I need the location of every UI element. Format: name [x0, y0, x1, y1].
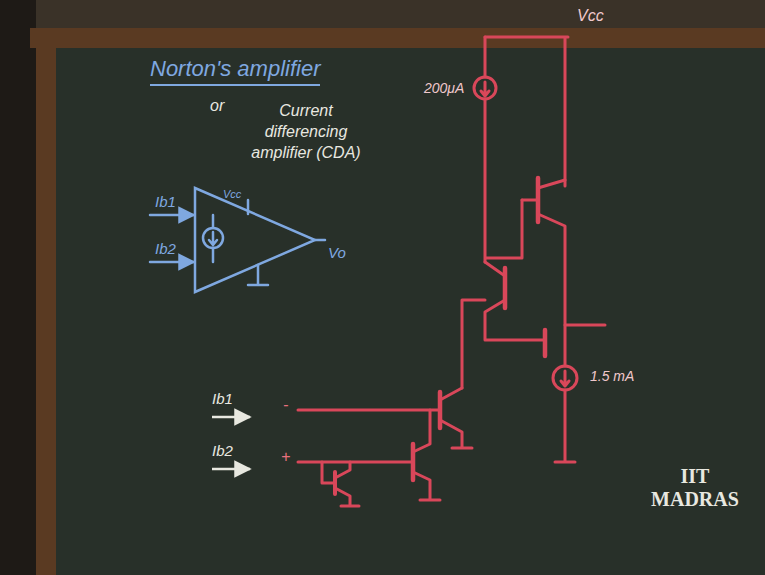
wall [0, 0, 36, 575]
signal-name: Ib1 [212, 390, 233, 408]
cda-symbol [150, 188, 325, 292]
watermark: IIT MADRAS [640, 465, 750, 511]
note-text: or [210, 96, 224, 115]
supply-label: Vcc [223, 188, 241, 201]
frame-top [30, 28, 765, 48]
signal-name: Ib2 [155, 240, 176, 258]
current-value: 1.5 mA [590, 368, 634, 385]
signal-name: Ib1 [155, 193, 176, 211]
pin-sign: + [281, 447, 290, 466]
signal-name: Ib2 [212, 442, 233, 460]
signal-name: Vo [328, 244, 346, 262]
note-text: Current differencing amplifier (CDA) [250, 100, 362, 163]
supply-label: Vcc [577, 6, 604, 25]
pin-sign: - [283, 395, 288, 414]
circuit-schematic [298, 37, 605, 506]
wall [0, 0, 765, 30]
input-current-arrows [212, 417, 250, 469]
frame-left [36, 28, 56, 575]
heading: Norton's amplifier [150, 56, 320, 86]
current-value: 200μA [424, 80, 464, 97]
